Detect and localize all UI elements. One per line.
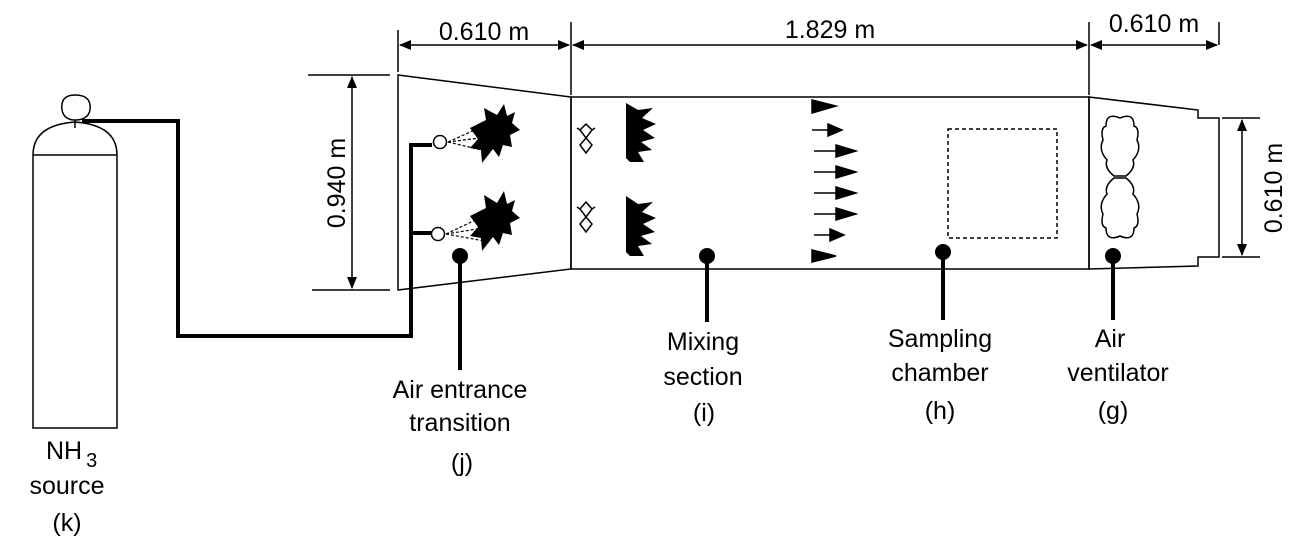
label-ventilator-line2: ventilator [1067,359,1168,387]
gas-supply-line [82,119,432,338]
label-transition-tag: (j) [451,449,473,477]
valve-handwheel-icon [61,94,91,121]
flow-arrows [811,99,859,263]
label-transition-line2: transition [409,409,510,437]
nozzle-icon-upper [432,134,448,150]
label-sampling-line2: chamber [891,359,988,387]
label-ventilator-line1: Air [1095,325,1126,353]
label-mixing-line1: Mixing [667,328,739,356]
air-entrance-transition [397,74,572,291]
dim-mixing-length: 1.829 m [785,16,875,44]
dimension-lines [308,22,1260,291]
dim-transition-length: 0.610 m [439,18,529,46]
spray-baffle-upper [447,104,520,163]
sampling-chamber-box [947,128,1058,239]
label-ventilator-tag: (g) [1098,397,1129,425]
mixing-baffle-upper [626,103,656,162]
mixing-baffle-lower [626,196,656,256]
probe-dot-transition [452,248,468,264]
label-sampling-line1: Sampling [888,325,992,353]
leader-lines [452,244,1121,370]
dim-ventilator-length: 0.610 m [1109,10,1199,38]
static-mixer-lower [576,200,596,234]
dim-outlet-height: 0.610 m [1260,143,1288,233]
spray-baffle-lower [445,191,520,251]
static-mixer-upper [576,122,596,155]
air-ventilator-housing [1088,96,1220,270]
label-mixing-tag: (i) [693,399,715,427]
label-mixing-line2: section [663,363,742,391]
probe-dot-ventilator [1105,248,1121,264]
label-transition-line1: Air entrance [393,376,528,404]
label-sampling-tag: (h) [925,397,956,425]
dim-inlet-height: 0.940 m [323,138,351,228]
probe-dot-sampling [935,244,951,260]
label-source-subscript: 3 [86,450,97,472]
label-source-tag: (k) [52,509,81,537]
nh3-cylinder [32,94,118,429]
label-source-nh: NH [46,437,82,465]
nozzle-icon-lower [430,226,446,242]
probe-dot-mixing [699,248,715,264]
label-source-line2: source [29,472,104,500]
fan-icon [1100,115,1140,239]
